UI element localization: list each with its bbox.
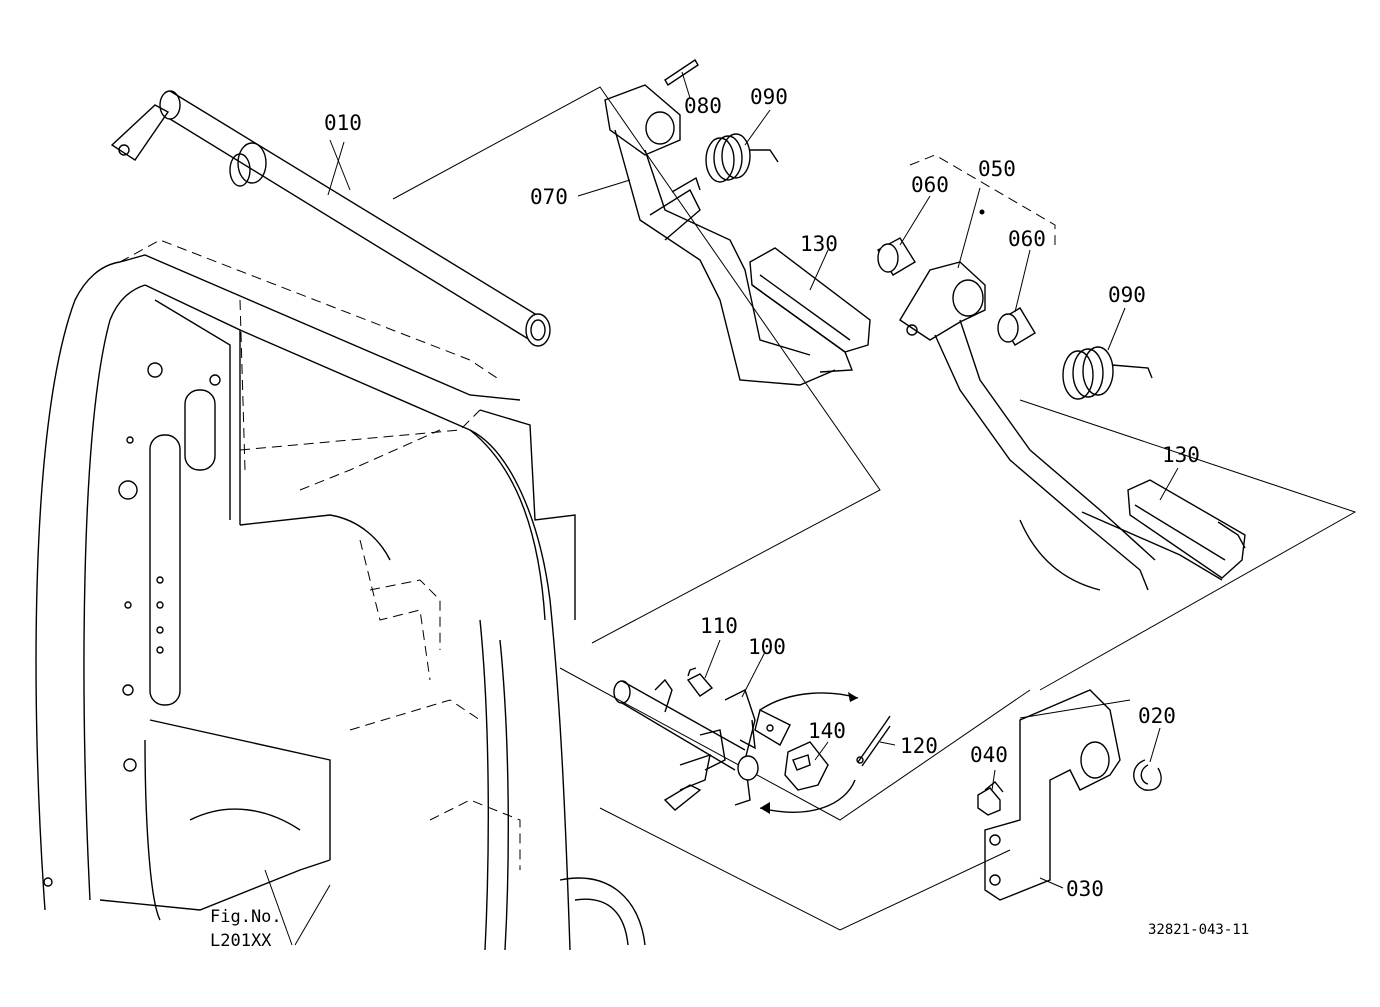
figure-reference-number[interactable]: L201XX bbox=[210, 931, 272, 951]
part-060-bushing-a[interactable] bbox=[877, 237, 916, 276]
part-110-bolt[interactable] bbox=[686, 667, 714, 697]
part-100-lever[interactable] bbox=[613, 678, 791, 811]
callout-110[interactable]: 110 bbox=[700, 614, 738, 638]
callout-140[interactable]: 140 bbox=[808, 719, 846, 743]
drawing-code: 32821-043-11 bbox=[1148, 922, 1249, 938]
callout-120[interactable]: 120 bbox=[900, 734, 938, 758]
callout-020[interactable]: 020 bbox=[1138, 704, 1176, 728]
part-040-bolt[interactable] bbox=[977, 781, 1004, 816]
part-030-bracket[interactable] bbox=[984, 689, 1121, 901]
part-140-switch[interactable] bbox=[784, 741, 829, 791]
leader-lines bbox=[264, 71, 1179, 946]
callout-050[interactable]: 050 bbox=[978, 157, 1016, 181]
part-050-pedal-arm[interactable] bbox=[899, 154, 1156, 591]
part-120-spring[interactable] bbox=[856, 715, 891, 767]
callout-070[interactable]: 070 bbox=[530, 185, 568, 209]
part-090-spring-top[interactable] bbox=[705, 133, 779, 183]
part-060-bushing-b[interactable] bbox=[997, 307, 1036, 346]
part-130-pedal-pad-top[interactable] bbox=[749, 247, 871, 373]
hidden-lines bbox=[119, 239, 521, 870]
cab-frame bbox=[35, 254, 646, 951]
part-080-pin[interactable] bbox=[664, 59, 699, 86]
part-130-pedal-pad-lower[interactable] bbox=[1081, 479, 1246, 581]
callout-060-right[interactable]: 060 bbox=[1008, 227, 1046, 251]
callout-030[interactable]: 030 bbox=[1066, 877, 1104, 901]
callout-labels: 010 070 080 090 130 060 050 060 090 130 … bbox=[324, 85, 1200, 901]
part-070-pedal-arm[interactable] bbox=[604, 84, 836, 386]
callout-010[interactable]: 010 bbox=[324, 111, 362, 135]
callout-090-lower[interactable]: 090 bbox=[1108, 283, 1146, 307]
callout-130-top[interactable]: 130 bbox=[800, 232, 838, 256]
callout-090-top[interactable]: 090 bbox=[750, 85, 788, 109]
part-010-shaft[interactable] bbox=[110, 90, 551, 347]
callout-060-top[interactable]: 060 bbox=[911, 173, 949, 197]
callout-100[interactable]: 100 bbox=[748, 635, 786, 659]
callout-130-lower[interactable]: 130 bbox=[1162, 443, 1200, 467]
assembly-outline-box bbox=[392, 86, 1357, 931]
part-090-spring-lower[interactable] bbox=[1062, 346, 1153, 400]
callout-080[interactable]: 080 bbox=[684, 94, 722, 118]
callout-040[interactable]: 040 bbox=[970, 743, 1008, 767]
figure-reference-label[interactable]: Fig.No. bbox=[210, 907, 282, 927]
motion-arrows bbox=[759, 692, 859, 814]
figure-reference: Fig.No. L201XX bbox=[210, 907, 282, 951]
part-020-snap-ring[interactable] bbox=[1133, 759, 1162, 791]
